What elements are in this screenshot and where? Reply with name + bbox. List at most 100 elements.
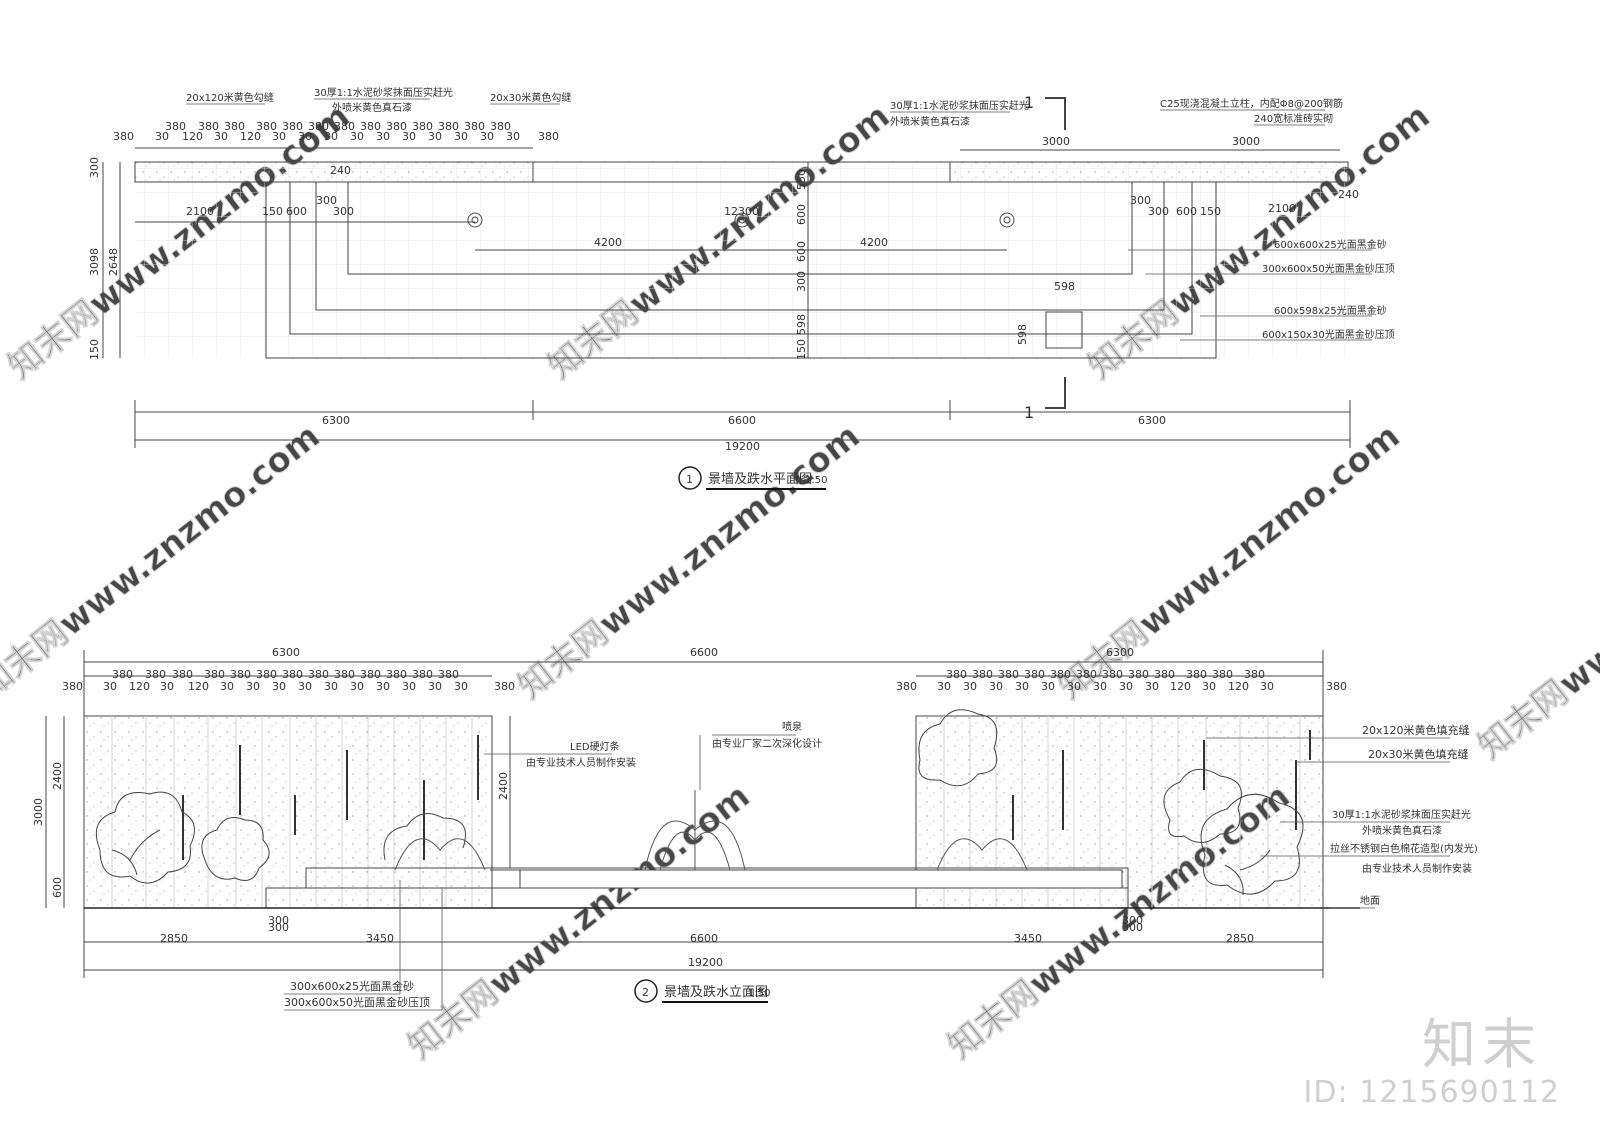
plan-top-seg: 30 [350, 130, 364, 143]
watermark-text: 知末网www.znzmo.com [1471, 476, 1600, 767]
plan-note-side: 600x600x25光面黑金砂 [1274, 238, 1387, 251]
plan-dim: 150 [262, 205, 283, 218]
plan-top-seg: 380 [386, 120, 407, 133]
plan-note-left: 30厚1:1水泥砂浆抹面压实赶光 [314, 86, 453, 99]
plan-top-seg: 30 [454, 130, 468, 143]
right-note: 30厚1:1水泥砂浆抹面压实赶光 [1332, 808, 1471, 821]
plan-note-side: 600x598x25光面黑金砂 [1274, 304, 1387, 317]
elev-top-left-seg: 30 [350, 680, 364, 693]
plan-top-seg: 380 [538, 130, 559, 143]
plan-top-seg: 380 [490, 120, 511, 133]
elev-top-left-seg: 30 [272, 680, 286, 693]
plan-dim-right-top: 3000 [1042, 135, 1070, 148]
elev-top-left-seg: 30 [246, 680, 260, 693]
elev-dim-bottom: 300 [268, 921, 289, 934]
elev-top-right-seg: 30 [937, 680, 951, 693]
plan-dim-598-v: 598 [1016, 324, 1029, 345]
plan-top-seg: 30 [480, 130, 494, 143]
elevation-number: 2 [642, 986, 649, 999]
elev-top-left-seg: 30 [103, 680, 117, 693]
elev-top-left-seg: 380 [360, 668, 381, 681]
elev-top-left-seg: 380 [334, 668, 355, 681]
elev-top-left-seg: 380 [494, 680, 515, 693]
elev-top-right-seg: 380 [1212, 668, 1233, 681]
elev-dim-left: 3000 [32, 798, 45, 826]
plan-top-seg: 380 [438, 120, 459, 133]
elev-top-left-seg: 380 [204, 668, 225, 681]
elev-dim-total: 19200 [688, 956, 723, 969]
elev-top-right-seg: 380 [1024, 668, 1045, 681]
elev-top-left-seg: 120 [129, 680, 150, 693]
elev-top-right-seg: 30 [1093, 680, 1107, 693]
elev-top-right-seg: 380 [1128, 668, 1149, 681]
plan-top-seg: 30 [402, 130, 416, 143]
elev-top-left-seg: 380 [145, 668, 166, 681]
elev-top-right-seg: 380 [1102, 668, 1123, 681]
plan-top-seg: 120 [240, 130, 261, 143]
plan-top-seg: 30 [155, 130, 169, 143]
plan-view [102, 97, 1351, 448]
right-note: 拉丝不锈钢白色棉花造型(内发光) [1330, 842, 1478, 855]
elev-top-left-seg: 380 [386, 668, 407, 681]
elevation-title: 景墙及跌水立面图 [664, 984, 768, 1000]
elev-top-left-seg: 30 [220, 680, 234, 693]
plan-top-seg: 120 [182, 130, 203, 143]
elev-top-left-seg: 380 [412, 668, 433, 681]
elev-top-right-seg: 380 [1186, 668, 1207, 681]
plan-dim: 300 [1148, 205, 1169, 218]
elevation-scale: 1:50 [748, 988, 770, 999]
fountain-label: 喷泉 [782, 720, 802, 733]
elev-top-left-seg: 30 [324, 680, 338, 693]
plan-top-seg: 380 [224, 120, 245, 133]
elev-top-right-seg: 120 [1170, 680, 1191, 693]
plan-dim: 12300 [724, 205, 759, 218]
right-note: 20x30米黄色填充缝 [1368, 747, 1469, 761]
plan-note-right: C25现浇混凝土立柱，内配Φ8@200钢筋 [1160, 97, 1343, 110]
elev-top-left-seg: 30 [454, 680, 468, 693]
plan-top-seg: 380 [113, 130, 134, 143]
elevation-title-block: 2 景墙及跌水立面图 1:50 [634, 979, 770, 1003]
elevation-notes: LED硬灯条 由专业技术人员制作安装 喷泉 由专业厂家二次深化设计 20x120… [284, 720, 1478, 1009]
section-mark: 1 [1024, 93, 1034, 112]
plan-top-seg: 380 [256, 120, 277, 133]
plan-dim: 2100 [186, 205, 214, 218]
plan-top-seg: 30 [272, 130, 286, 143]
plan-note-left: 20x30米黄色勾缝 [490, 91, 571, 104]
elev-dim-left: 600 [51, 877, 64, 898]
plan-leaders [186, 98, 1372, 341]
right-note: 由专业技术人员制作安装 [1362, 862, 1472, 875]
plan-notes: 20x120米黄色勾缝 30厚1:1水泥砂浆抹面压实赶光 外喷米黄色真石漆 20… [186, 86, 1395, 341]
elev-top-right-seg: 380 [1154, 668, 1175, 681]
plan-dim: 2100 [1268, 202, 1296, 215]
elev-top-left-seg: 380 [172, 668, 193, 681]
id-watermark: ID: 1215690112 [1303, 1075, 1560, 1110]
elev-top-left-seg: 380 [62, 680, 83, 693]
section-mark: 1 [1024, 403, 1034, 422]
elev-dim-bottom: 3450 [1014, 932, 1042, 945]
elev-top-left-seg: 30 [428, 680, 442, 693]
elev-top-left-seg: 120 [188, 680, 209, 693]
elev-top-left-seg: 380 [230, 668, 251, 681]
plan-top-seg: 380 [464, 120, 485, 133]
plan-note-side: 300x600x50光面黑金砂压顶 [1262, 262, 1395, 275]
elev-top-right-seg: 380 [972, 668, 993, 681]
elev-top-right-seg: 30 [1202, 680, 1216, 693]
plan-dim-mid-v: 600 [795, 204, 808, 225]
plan-title: 景墙及跌水平面图 [708, 471, 812, 487]
plan-dim-mid-v: 550 [795, 169, 808, 190]
elevation-leaders [284, 734, 1450, 1011]
plan-dimensions: 380 30 380 120 380 30 380 120 380 30 380… [88, 93, 1359, 453]
elev-top-left-seg: 380 [282, 668, 303, 681]
elev-top-left-seg: 380 [256, 668, 277, 681]
elev-dim-left: 2400 [51, 762, 64, 790]
plan-dim: 300 [333, 205, 354, 218]
plan-top-seg: 380 [165, 120, 186, 133]
plan-dim-total: 19200 [725, 440, 760, 453]
elev-top-right-seg: 30 [989, 680, 1003, 693]
plan-top-seg: 380 [334, 120, 355, 133]
plan-dim-small: 240 [1338, 188, 1359, 201]
plan-dim-mid-v: 300 [795, 271, 808, 292]
elev-top-right-seg: 30 [1067, 680, 1081, 693]
elev-top-right-seg: 380 [1244, 668, 1265, 681]
